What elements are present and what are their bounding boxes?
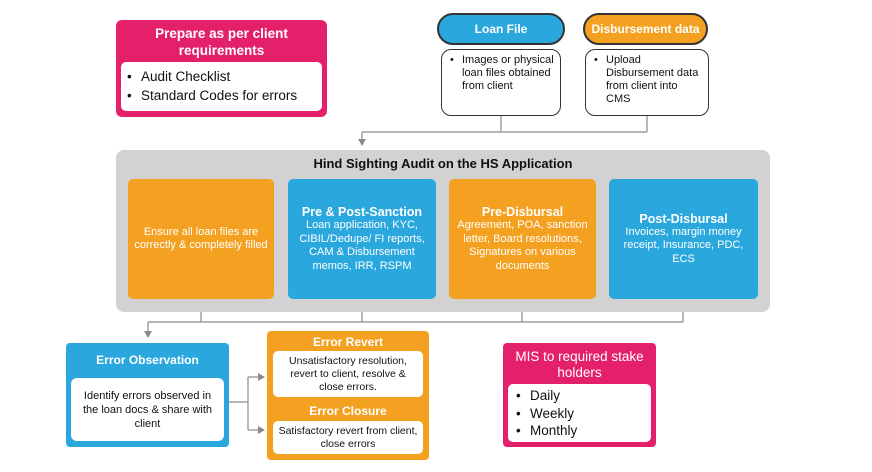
stage-post-disbursal: Post-Disbursal Invoices, margin money re… <box>609 179 758 299</box>
error-observation-box: Error Observation Identify errors observ… <box>66 343 229 447</box>
stage-body: Ensure all loan files are correctly & co… <box>134 225 268 252</box>
stage-pre-post-sanction: Pre & Post-Sanction Loan application, KY… <box>288 179 436 299</box>
prepare-item: Standard Codes for errors <box>127 86 322 105</box>
stage-body: Loan application, KYC, CIBIL/Dedupe/ FI … <box>299 219 425 272</box>
prepare-list-panel: Audit Checklist Standard Codes for error… <box>121 62 322 111</box>
stage-title: Pre & Post-Sanction <box>301 205 423 219</box>
prepare-title: Prepare as per client requirements <box>155 26 288 58</box>
stage-body: Invoices, margin money receipt, Insuranc… <box>623 225 744 265</box>
audit-panel: Hind Sighting Audit on the HS Applicatio… <box>116 150 770 312</box>
loan-file-pill: Loan File <box>437 13 565 45</box>
error-revert-title: Error Revert <box>312 335 384 349</box>
mis-item: Monthly <box>516 422 651 440</box>
error-observation-body: Identify errors observed in the loan doc… <box>71 378 224 441</box>
loan-file-card: Images or physical loan files obtained f… <box>441 49 561 116</box>
prepare-box: Prepare as per client requirements Audit… <box>116 20 327 117</box>
error-closure-body: Satisfactory revert from client, close e… <box>273 421 423 454</box>
audit-title: Hind Sighting Audit on the HS Applicatio… <box>313 156 573 171</box>
loan-file-description: Images or physical loan files obtained f… <box>450 54 554 93</box>
mis-item: Weekly <box>516 405 651 423</box>
prepare-item: Audit Checklist <box>127 67 322 86</box>
mis-item: Daily <box>516 387 651 405</box>
mis-title: MIS to required stake holders <box>515 349 644 380</box>
disbursement-data-card: Upload Disbursement data from client int… <box>585 49 709 116</box>
error-closure-title: Error Closure <box>309 404 387 418</box>
mis-list-panel: Daily Weekly Monthly <box>508 384 651 442</box>
stage-body: Agreement, POA, sanction letter, Board r… <box>457 219 588 272</box>
mis-box: MIS to required stake holders Daily Week… <box>503 343 656 447</box>
error-observation-title: Error Observation <box>96 353 199 367</box>
error-revert-closure-box: Error Revert Unsatisfactory resolution, … <box>267 331 429 460</box>
stage-file-check: Ensure all loan files are correctly & co… <box>128 179 274 299</box>
stage-title: Post-Disbursal <box>639 211 728 226</box>
stage-pre-disbursal: Pre-Disbursal Agreement, POA, sanction l… <box>449 179 596 299</box>
disbursement-data-pill: Disbursement data <box>583 13 708 45</box>
stage-title: Pre-Disbursal <box>481 205 564 219</box>
disbursement-description: Upload Disbursement data from client int… <box>594 54 702 106</box>
error-revert-body: Unsatisfactory resolution, revert to cli… <box>273 351 423 397</box>
